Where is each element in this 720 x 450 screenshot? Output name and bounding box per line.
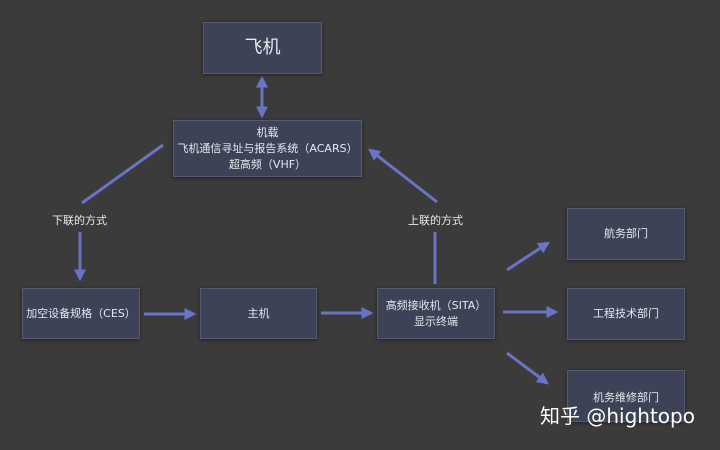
node-maint-label: 机务维修部门 <box>593 391 659 404</box>
uplink-label: 上联的方式 <box>408 214 463 227</box>
watermark: 知乎 @hightopo <box>540 404 695 428</box>
node-eng-label: 工程技术部门 <box>593 307 659 320</box>
node-aircraft: 飞机 <box>203 22 322 74</box>
node-ces: 加空设备规格（CES） <box>22 288 140 339</box>
arrow-sita-maint <box>506 351 549 385</box>
node-sita-line-1: 高频接收机（SITA） <box>385 298 487 312</box>
node-ops-label: 航务部门 <box>604 227 648 240</box>
node-onboard-acars: 机载 飞机通信寻址与报告系统（ACARS） 超高频（VHF） <box>173 120 362 177</box>
downlink-label: 下联的方式 <box>52 214 107 227</box>
line-onboard-downlink <box>81 143 164 205</box>
arrow-uplink-onboard <box>368 148 438 204</box>
node-ces-label: 加空设备规格（CES） <box>26 306 136 320</box>
node-onboard-line-1: 机载 <box>256 125 279 139</box>
node-onboard-line-2: 飞机通信寻址与报告系统（ACARS） <box>177 141 358 155</box>
node-engineering-dept: 工程技术部门 <box>567 288 685 340</box>
node-sita-receiver: 高频接收机（SITA） 显示终端 <box>377 288 495 339</box>
node-aircraft-label: 飞机 <box>244 37 281 58</box>
node-host: 主机 <box>200 288 317 339</box>
arrow-sita-ops <box>506 241 551 272</box>
node-sita-line-2: 显示终端 <box>414 314 458 328</box>
node-maintenance-dept: 机务维修部门 <box>567 370 685 422</box>
node-flight-ops-dept: 航务部门 <box>567 208 685 260</box>
node-host-label: 主机 <box>247 306 270 320</box>
node-onboard-line-3: 超高频（VHF） <box>228 157 307 171</box>
